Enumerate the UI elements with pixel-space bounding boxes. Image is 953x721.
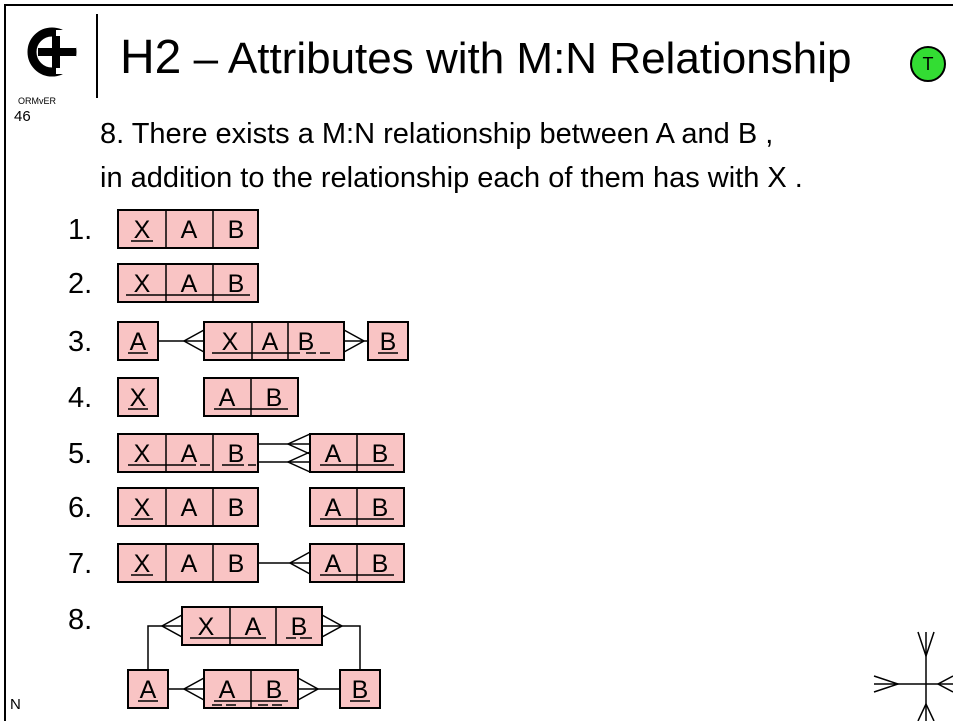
attr-x: X bbox=[134, 440, 151, 468]
attr-a: A bbox=[140, 676, 157, 704]
attr-b: B bbox=[228, 494, 245, 522]
title-code: H2 bbox=[120, 31, 182, 84]
ormver-label: ORMvER bbox=[18, 96, 56, 106]
attr-x: X bbox=[134, 494, 151, 522]
attr-a: A bbox=[181, 270, 198, 298]
attr-a: A bbox=[325, 440, 342, 468]
option-1-table: X A B bbox=[117, 209, 259, 249]
option-7-label: 7. bbox=[68, 548, 93, 580]
attr-b: B bbox=[228, 216, 245, 244]
attr-b: B bbox=[372, 440, 389, 468]
attr-a: A bbox=[181, 440, 198, 468]
footer-n-label: N bbox=[10, 696, 21, 713]
attr-a: A bbox=[219, 676, 236, 704]
t-badge[interactable]: T bbox=[910, 46, 946, 82]
problem-line-1: 8. There exists a M:N relationship betwe… bbox=[100, 118, 774, 150]
option-5-label: 5. bbox=[68, 438, 93, 470]
option-4-label: 4. bbox=[68, 382, 93, 414]
attr-a: A bbox=[181, 216, 198, 244]
attr-b: B bbox=[352, 676, 369, 704]
option-6-label: 6. bbox=[68, 492, 93, 524]
option-4-diagram: X A B bbox=[117, 377, 299, 417]
slide-number: 46 bbox=[14, 108, 31, 125]
page-title: H2 – Attributes with M:N Relationship bbox=[120, 30, 851, 85]
attr-x: X bbox=[134, 550, 151, 578]
attr-b: B bbox=[228, 440, 245, 468]
option-5-diagram: X A B A B bbox=[117, 433, 405, 473]
attr-b: B bbox=[228, 270, 245, 298]
attr-a: A bbox=[181, 550, 198, 578]
attr-b: B bbox=[291, 613, 308, 641]
slide-frame bbox=[4, 4, 953, 721]
attr-b: B bbox=[380, 328, 397, 356]
option-7-diagram: X A B A B bbox=[117, 543, 405, 583]
option-8-label: 8. bbox=[68, 604, 93, 636]
attr-a: A bbox=[181, 494, 198, 522]
attr-a: A bbox=[130, 328, 147, 356]
option-1-label: 1. bbox=[68, 214, 93, 246]
problem-line-2: in addition to the relationship each of … bbox=[100, 162, 803, 194]
attr-a: A bbox=[245, 613, 262, 641]
title-dash: – bbox=[193, 34, 219, 83]
attr-b: B bbox=[266, 384, 283, 412]
attr-x: X bbox=[134, 216, 151, 244]
attr-b: B bbox=[372, 494, 389, 522]
option-3-label: 3. bbox=[68, 326, 93, 358]
attr-b: B bbox=[372, 550, 389, 578]
attr-x: X bbox=[198, 613, 215, 641]
title-text: Attributes with M:N Relationship bbox=[227, 34, 852, 83]
attr-a: A bbox=[262, 328, 279, 356]
problem-statement: 8. There exists a M:N relationship betwe… bbox=[100, 112, 803, 200]
option-3-diagram: A X A B B bbox=[117, 321, 409, 361]
attr-a: A bbox=[325, 550, 342, 578]
option-2-table: X A B bbox=[117, 263, 259, 303]
attr-x: X bbox=[222, 328, 239, 356]
crowsfoot-nav-icon bbox=[873, 631, 953, 721]
attr-b: B bbox=[298, 328, 315, 356]
attr-b: B bbox=[266, 676, 283, 704]
option-2-label: 2. bbox=[68, 268, 93, 300]
option-6-diagram: X A B A B bbox=[117, 487, 405, 527]
attr-b: B bbox=[228, 550, 245, 578]
attr-x: X bbox=[130, 384, 147, 412]
attr-a: A bbox=[325, 494, 342, 522]
option-8-diagram: X A B A A B B bbox=[127, 606, 381, 709]
ormver-logo bbox=[27, 27, 77, 77]
attr-a: A bbox=[219, 384, 236, 412]
attr-x: X bbox=[134, 270, 151, 298]
